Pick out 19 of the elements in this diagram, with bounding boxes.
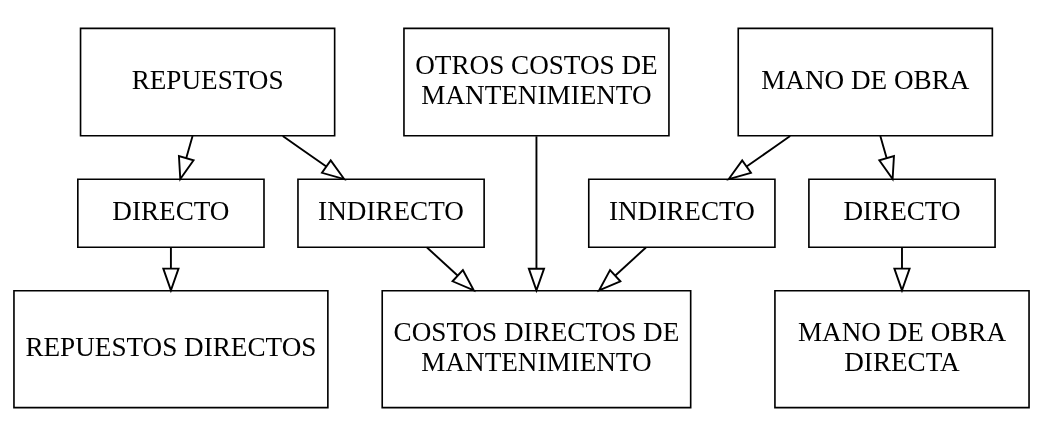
node-box: COSTOS DIRECTOS DE MANTENIMIENTO <box>381 289 692 408</box>
arrow <box>527 134 546 293</box>
arrow <box>161 246 180 293</box>
node-box: MANO DE OBRA <box>737 27 994 137</box>
node-box: MANO DE OBRA DIRECTA <box>774 289 1030 408</box>
arrow <box>877 134 895 182</box>
arrow <box>281 134 347 181</box>
node-box: REPUESTOS <box>79 27 336 137</box>
node-box: DIRECTO <box>77 177 265 248</box>
node-box: REPUESTOS DIRECTOS <box>13 289 329 408</box>
arrow <box>177 134 196 182</box>
arrow <box>893 246 911 293</box>
arrow <box>726 134 792 181</box>
node-box: OTROS COSTOS DE MANTENIMIENTO <box>403 27 670 137</box>
arrow <box>597 246 647 292</box>
arrow <box>426 246 476 292</box>
node-box: INDIRECTO <box>297 177 485 248</box>
node-box: DIRECTO <box>808 177 996 248</box>
node-box: INDIRECTO <box>587 177 776 248</box>
